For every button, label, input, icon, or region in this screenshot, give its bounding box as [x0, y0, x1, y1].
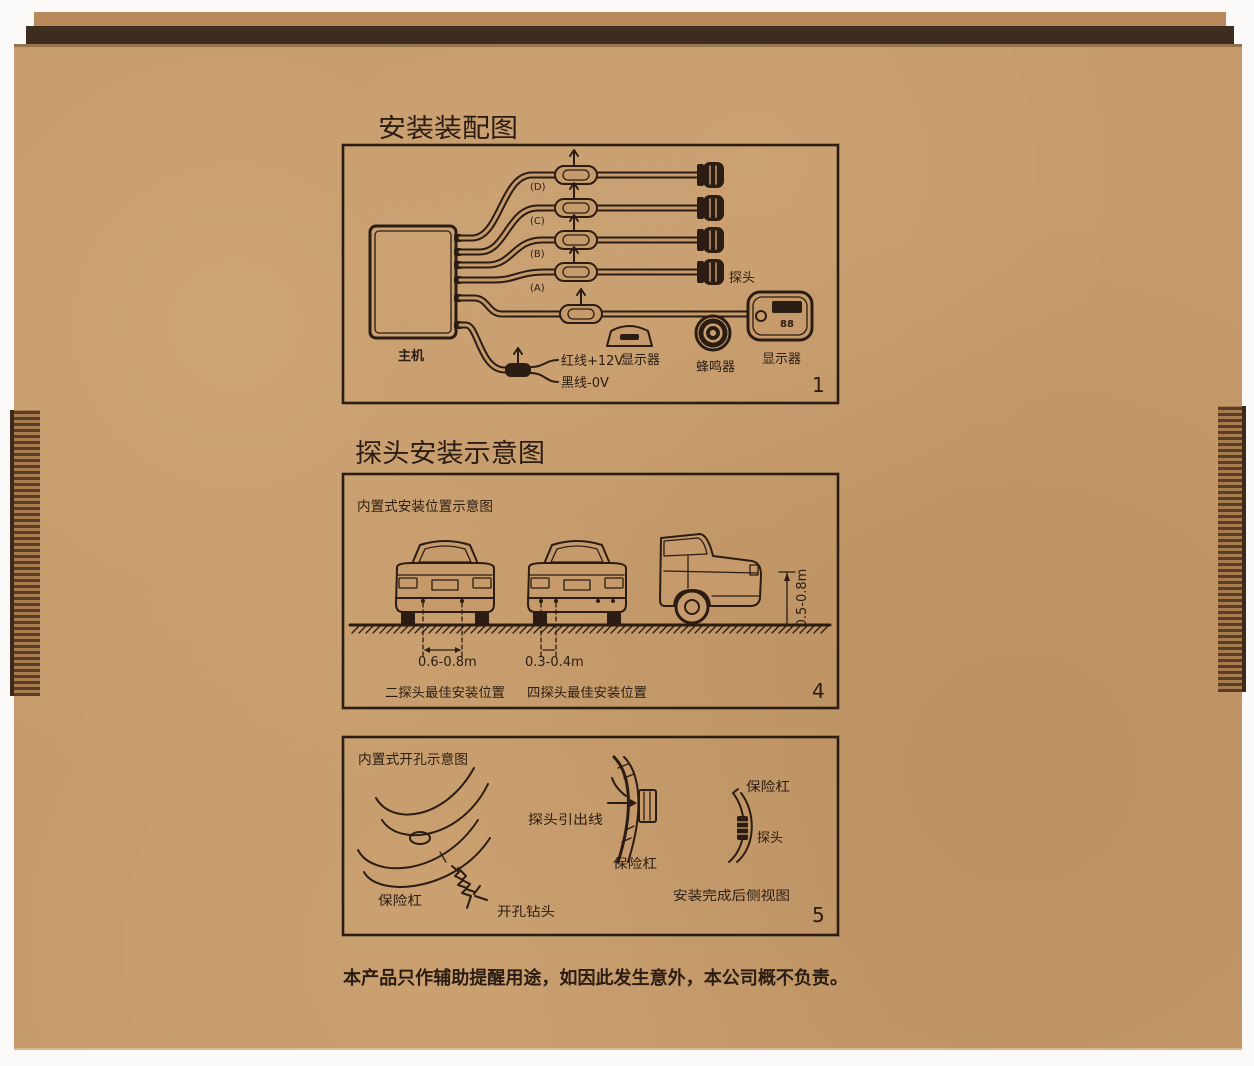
box-top-flap-gap	[26, 26, 1234, 46]
red-wire-label: 红线+12V	[561, 353, 623, 369]
drilling-frame	[341, 735, 840, 937]
drill-bit-icon	[451, 865, 488, 909]
channel-label-b: (B)	[530, 249, 545, 260]
buzzer-icon	[694, 314, 732, 352]
black-wire-label: 黑线-0V	[561, 376, 609, 391]
box-face	[14, 44, 1242, 1050]
bumper-label: 保险杠	[378, 893, 422, 909]
display-icon	[746, 290, 814, 342]
probe-install-panel: 探头安装示意图 内置式安装位置示意图	[341, 439, 840, 710]
probe-icon	[697, 259, 724, 285]
two-probe-caption: 二探头最佳安装位置	[385, 686, 505, 701]
probe-icon	[697, 162, 724, 188]
channel-label-d: (D)	[530, 182, 546, 193]
ground-hatching	[351, 625, 829, 634]
four-probe-caption: 四探头最佳安装位置	[527, 686, 647, 701]
lead-wire-label: 探头引出线	[528, 813, 603, 828]
side-probe-label: 探头	[757, 831, 783, 846]
left-handle-slot	[10, 410, 40, 696]
section-bumper-label: 保险杠	[613, 856, 657, 872]
small-display-label: 显示器	[621, 353, 660, 368]
cable-connector-icon	[554, 214, 598, 250]
probe-install-subtitle: 内置式安装位置示意图	[357, 498, 493, 515]
assembly-diagram-panel: 安装装配图 主机	[341, 114, 840, 405]
power-connector-icon	[505, 347, 559, 383]
installed-side-view-icon	[728, 788, 753, 863]
display-readout: 88	[780, 319, 794, 330]
bumper-section-icon	[607, 755, 657, 864]
right-handle-slot	[1218, 406, 1246, 692]
height-dimension	[778, 571, 796, 625]
buzzer-label: 蜂鸣器	[696, 359, 735, 375]
car-side-icon	[659, 533, 762, 625]
probe-label: 探头	[729, 271, 755, 286]
drilling-panel: 内置式开孔示意图 保险杠 开孔钻头 探头引出线	[341, 735, 840, 937]
cable-connector-icon	[559, 288, 603, 324]
sensor-cables	[456, 171, 752, 374]
drill-label: 开孔钻头	[497, 905, 555, 920]
cable-connector-icon	[554, 246, 598, 282]
mount-height: 0.5-0.8m	[795, 569, 810, 628]
two-probe-dimension	[422, 602, 463, 657]
probe-icon	[697, 227, 724, 253]
assembly-title: 安装装配图	[378, 114, 518, 144]
side-view-caption: 安装完成后侧视图	[673, 889, 790, 904]
four-probe-spacing: 0.3-0.4m	[525, 655, 584, 670]
cable-connector-icon	[554, 182, 598, 218]
side-bumper-label: 保险杠	[746, 779, 790, 795]
panel-number-5: 5	[812, 903, 825, 927]
car-rear-icon	[395, 540, 495, 625]
display-label: 显示器	[762, 352, 801, 367]
channel-label-a: (A)	[530, 283, 545, 294]
probe-install-title: 探头安装示意图	[355, 439, 545, 469]
disclaimer-text: 本产品只作辅助提醒用途，如因此发生意外，本公司概不负责。	[343, 967, 848, 989]
assembly-frame	[341, 143, 840, 405]
main-unit-label: 主机	[398, 348, 424, 364]
four-probe-dimension	[540, 602, 557, 657]
small-display-icon	[606, 325, 653, 347]
drilling-subtitle: 内置式开孔示意图	[358, 751, 468, 768]
bumper-curves-icon	[357, 767, 491, 888]
channel-label-c: (C)	[530, 216, 545, 227]
probe-icon	[697, 195, 724, 221]
car-rear-icon	[527, 540, 627, 625]
panel-number-4: 4	[812, 679, 825, 703]
panel-number-1: 1	[812, 373, 825, 397]
main-unit-icon	[368, 224, 462, 340]
probe-install-frame	[341, 472, 840, 710]
box-top-flap-edge	[34, 12, 1226, 28]
two-probe-spacing: 0.6-0.8m	[418, 655, 477, 670]
cable-connector-icon	[554, 149, 598, 185]
